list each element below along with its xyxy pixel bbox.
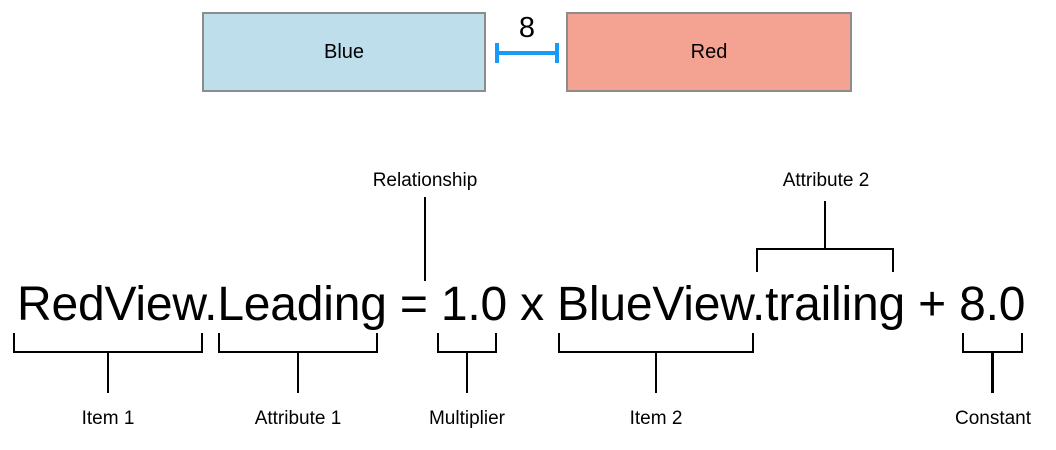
attribute-1-label: Attribute 1 bbox=[254, 408, 342, 429]
measurement-line bbox=[496, 51, 558, 55]
multiplier-bracket bbox=[437, 333, 497, 353]
red-view-label: Red bbox=[690, 40, 728, 63]
constant-bracket bbox=[962, 333, 1023, 353]
blue-view-box: Blue bbox=[202, 12, 486, 92]
blue-view-label: Blue bbox=[323, 40, 365, 63]
item-2-bracket bbox=[558, 333, 754, 353]
constant-label: Constant bbox=[954, 408, 1032, 429]
spacing-value: 8 bbox=[518, 12, 536, 44]
measurement-line-right-cap bbox=[555, 43, 559, 63]
item-2-label: Item 2 bbox=[629, 408, 683, 429]
relationship-pointer-line bbox=[423, 197, 426, 281]
relationship-label: Relationship bbox=[372, 170, 478, 191]
item-1-bracket bbox=[13, 333, 203, 353]
item-1-pointer-line bbox=[106, 353, 110, 393]
attribute-1-bracket bbox=[218, 333, 378, 353]
constraint-equation: RedView.Leading = 1.0 x BlueView.trailin… bbox=[17, 278, 1026, 331]
attribute-1-pointer-line bbox=[296, 353, 300, 393]
measurement-line-left-cap bbox=[495, 43, 499, 63]
attribute-2-pointer-line bbox=[823, 201, 826, 248]
multiplier-label: Multiplier bbox=[428, 408, 506, 429]
constant-pointer-line bbox=[991, 353, 994, 393]
multiplier-pointer-line bbox=[465, 353, 469, 393]
attribute-2-bracket bbox=[756, 248, 894, 272]
attribute-2-label: Attribute 2 bbox=[782, 170, 870, 191]
red-view-box: Red bbox=[566, 12, 852, 92]
item-1-label: Item 1 bbox=[81, 408, 135, 429]
item-2-pointer-line bbox=[654, 353, 658, 393]
